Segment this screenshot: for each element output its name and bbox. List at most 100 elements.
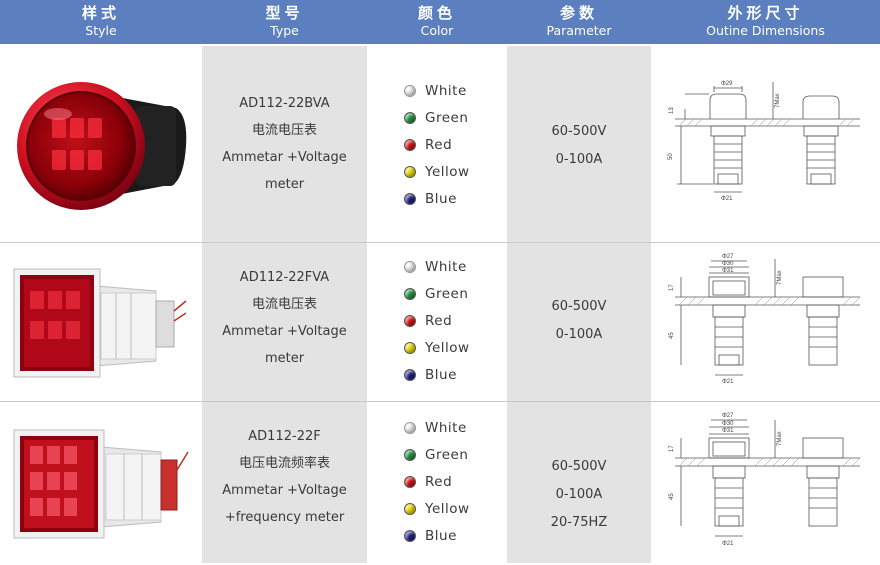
yellow-dot-icon — [404, 502, 416, 515]
blue-dot-icon — [404, 368, 416, 381]
color-item-red: Red — [404, 131, 504, 158]
table-header: 样式 Style 型号 Type 颜色 Color 参数 Parameter 外… — [0, 0, 880, 44]
voltage-range: 60-500V — [551, 299, 607, 314]
model-name: AD112-22F — [248, 429, 321, 444]
dim-label: 7Max — [777, 431, 783, 446]
dimension-drawing-square-freq: Φ27 Φ30 Φ31 Φ21 17 45 7Max — [669, 413, 861, 547]
white-dot-icon — [404, 84, 416, 97]
model-name-zh: 电流电压表 — [251, 123, 317, 138]
color-item-white: White — [404, 253, 504, 280]
color-item-blue: Blue — [404, 361, 504, 388]
parameter-values: 60-500V 0-100A 20-75HZ — [507, 453, 651, 537]
header-style: 样式 Style — [0, 0, 202, 44]
green-dot-icon — [404, 448, 416, 461]
model-desc-line2: meter — [264, 351, 305, 366]
dim-label: Φ21 — [721, 196, 733, 202]
color-label: White — [425, 419, 467, 436]
current-range: 0-100A — [555, 487, 603, 502]
color-item-green: Green — [404, 104, 504, 131]
header-parameter-en: Parameter — [546, 23, 612, 38]
color-list: White Green Red Yellow Blue — [404, 414, 504, 549]
header-type-zh: 型号 — [265, 4, 304, 22]
color-item-red: Red — [404, 468, 504, 495]
color-item-green: Green — [404, 441, 504, 468]
header-parameter: 参数 Parameter — [507, 0, 651, 44]
header-type-en: Type — [270, 23, 299, 38]
model-name-zh: 电压电流频率表 — [238, 456, 330, 471]
param-cell-bg — [507, 46, 651, 242]
header-style-en: Style — [85, 23, 117, 38]
red-dot-icon — [404, 138, 416, 151]
model-name: AD112-22BVA — [239, 96, 330, 111]
yellow-dot-icon — [404, 341, 416, 354]
parameter-values: 60-500V 0-100A — [507, 293, 651, 349]
dim-label: 45 — [669, 493, 675, 500]
color-item-green: Green — [404, 280, 504, 307]
header-color: 颜色 Color — [367, 0, 507, 44]
row-divider — [0, 401, 880, 402]
dim-label: 7Max — [777, 270, 783, 285]
dim-label: 13 — [669, 107, 675, 114]
blue-dot-icon — [404, 192, 416, 205]
white-dot-icon — [404, 421, 416, 434]
dim-label: Φ21 — [722, 541, 734, 547]
dim-label: Φ30 — [722, 421, 734, 427]
type-description: AD112-22FVA 电流电压表 Ammetar +Voltage meter — [202, 264, 367, 372]
dim-label: 7Max — [775, 93, 781, 108]
dimension-drawing-square: Φ27 Φ30 Φ31 Φ21 17 45 7Max — [669, 254, 861, 385]
dim-label: Φ21 — [722, 379, 734, 385]
table-row: AD112-22F 电压电流频率表 Ammetar +Voltage +freq… — [0, 402, 880, 563]
color-label: Blue — [425, 527, 457, 544]
type-cell-bg — [202, 402, 367, 563]
square-meter-photo — [13, 268, 187, 378]
dim-label: 17 — [669, 284, 675, 291]
color-label: Yellow — [425, 500, 470, 517]
color-label: Blue — [425, 190, 457, 207]
header-color-en: Color — [420, 23, 454, 38]
red-dot-icon — [404, 475, 416, 488]
type-description: AD112-22BVA 电流电压表 Ammetar +Voltage meter — [202, 90, 367, 198]
green-dot-icon — [404, 111, 416, 124]
dim-label: Φ27 — [722, 254, 734, 260]
voltage-range: 60-500V — [551, 459, 607, 474]
color-item-white: White — [404, 77, 504, 104]
color-label: Green — [425, 285, 469, 302]
row-divider — [0, 242, 880, 243]
dim-label: 45 — [669, 332, 675, 339]
dim-label: Φ29 — [721, 81, 733, 87]
blue-dot-icon — [404, 529, 416, 542]
header-dimensions: 外形尺寸 Outine Dimensions — [651, 0, 880, 44]
color-label: Yellow — [425, 339, 470, 356]
color-list: White Green Red Yellow Blue — [404, 77, 504, 212]
dim-label: 50 — [668, 153, 674, 160]
color-item-yellow: Yellow — [404, 158, 504, 185]
color-item-yellow: Yellow — [404, 495, 504, 522]
param-cell-bg — [507, 243, 651, 401]
color-item-white: White — [404, 414, 504, 441]
dim-label: Φ30 — [722, 261, 734, 267]
green-dot-icon — [404, 287, 416, 300]
color-label: White — [425, 258, 467, 275]
red-dot-icon — [404, 314, 416, 327]
header-parameter-zh: 参数 — [559, 4, 598, 22]
color-label: Yellow — [425, 163, 470, 180]
header-dimensions-zh: 外形尺寸 — [727, 4, 804, 22]
white-dot-icon — [404, 260, 416, 273]
dim-label: 17 — [669, 445, 675, 452]
voltage-range: 60-500V — [551, 124, 607, 139]
header-style-zh: 样式 — [81, 4, 120, 22]
table-row: AD112-22BVA 电流电压表 Ammetar +Voltage meter… — [0, 46, 880, 242]
color-label: Red — [425, 473, 453, 490]
model-name: AD112-22FVA — [239, 270, 330, 285]
dim-label: Φ31 — [722, 428, 734, 434]
current-range: 0-100A — [555, 152, 603, 167]
frequency-range: 20-75HZ — [550, 515, 608, 530]
model-desc-line2: meter — [264, 177, 305, 192]
color-item-blue: Blue — [404, 522, 504, 549]
header-dimensions-en: Outine Dimensions — [706, 23, 825, 38]
header-type: 型号 Type — [202, 0, 367, 44]
color-item-yellow: Yellow — [404, 334, 504, 361]
color-label: Red — [425, 136, 453, 153]
type-cell-bg — [202, 243, 367, 401]
color-item-red: Red — [404, 307, 504, 334]
